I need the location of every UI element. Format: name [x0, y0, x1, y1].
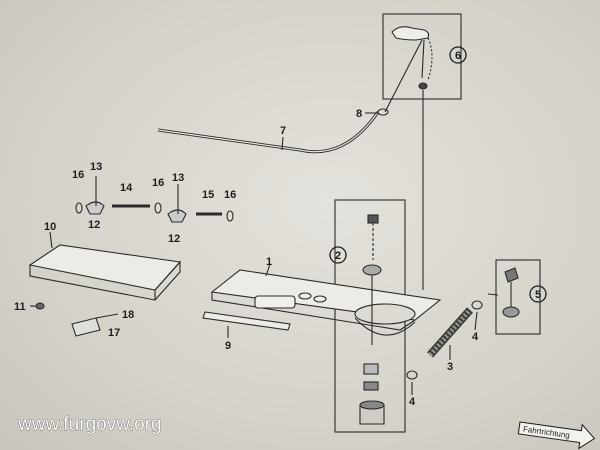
part-label-1: 1: [266, 256, 272, 268]
part-label-2: 2: [335, 250, 341, 262]
part5-group-box: [495, 259, 541, 335]
sink-worktop-part: [210, 269, 442, 336]
pump-assembly-parts: [359, 214, 385, 425]
tap-group-box: [382, 13, 462, 100]
strip-part: [202, 311, 291, 331]
part-label-6: 6: [455, 50, 461, 62]
part-label-16c: 16: [224, 189, 236, 201]
part-label-17: 17: [108, 327, 120, 339]
brackets-part: [75, 176, 234, 223]
watermark-text: www.furgovw.org: [17, 414, 162, 435]
part-label-14: 14: [120, 182, 133, 194]
part-label-5: 5: [535, 289, 541, 301]
part-label-12b: 12: [168, 233, 180, 245]
part-label-9: 9: [225, 340, 231, 352]
clamp-part-lower: [406, 370, 418, 380]
mount-bracket-part: [71, 317, 101, 337]
part-label-15: 15: [202, 189, 214, 201]
faucet-part: [391, 26, 433, 90]
part-label-4b: 4: [409, 396, 416, 408]
part-label-12a: 12: [88, 219, 100, 231]
screw-part: [35, 302, 45, 310]
part-label-18: 18: [122, 309, 134, 321]
clip-part: [377, 108, 389, 116]
part-label-11: 11: [14, 301, 26, 313]
part-label-3: 3: [447, 361, 453, 373]
part-label-16a: 16: [72, 169, 84, 181]
part-label-10: 10: [44, 221, 56, 233]
drain-hose-part: [427, 307, 473, 358]
part-label-8: 8: [356, 108, 362, 120]
part-label-16b: 16: [152, 177, 164, 189]
clamp-part-upper: [471, 300, 483, 310]
direction-arrow-icon: Fahrtrichtung: [517, 421, 596, 450]
part-label-4a: 4: [472, 331, 479, 343]
drain-fitting-part: [502, 267, 520, 318]
part-label-13b: 13: [172, 172, 184, 184]
part-label-7: 7: [280, 125, 286, 137]
tray-part: [28, 244, 182, 301]
circled-labels: [329, 46, 547, 303]
part-label-13a: 13: [90, 161, 102, 173]
